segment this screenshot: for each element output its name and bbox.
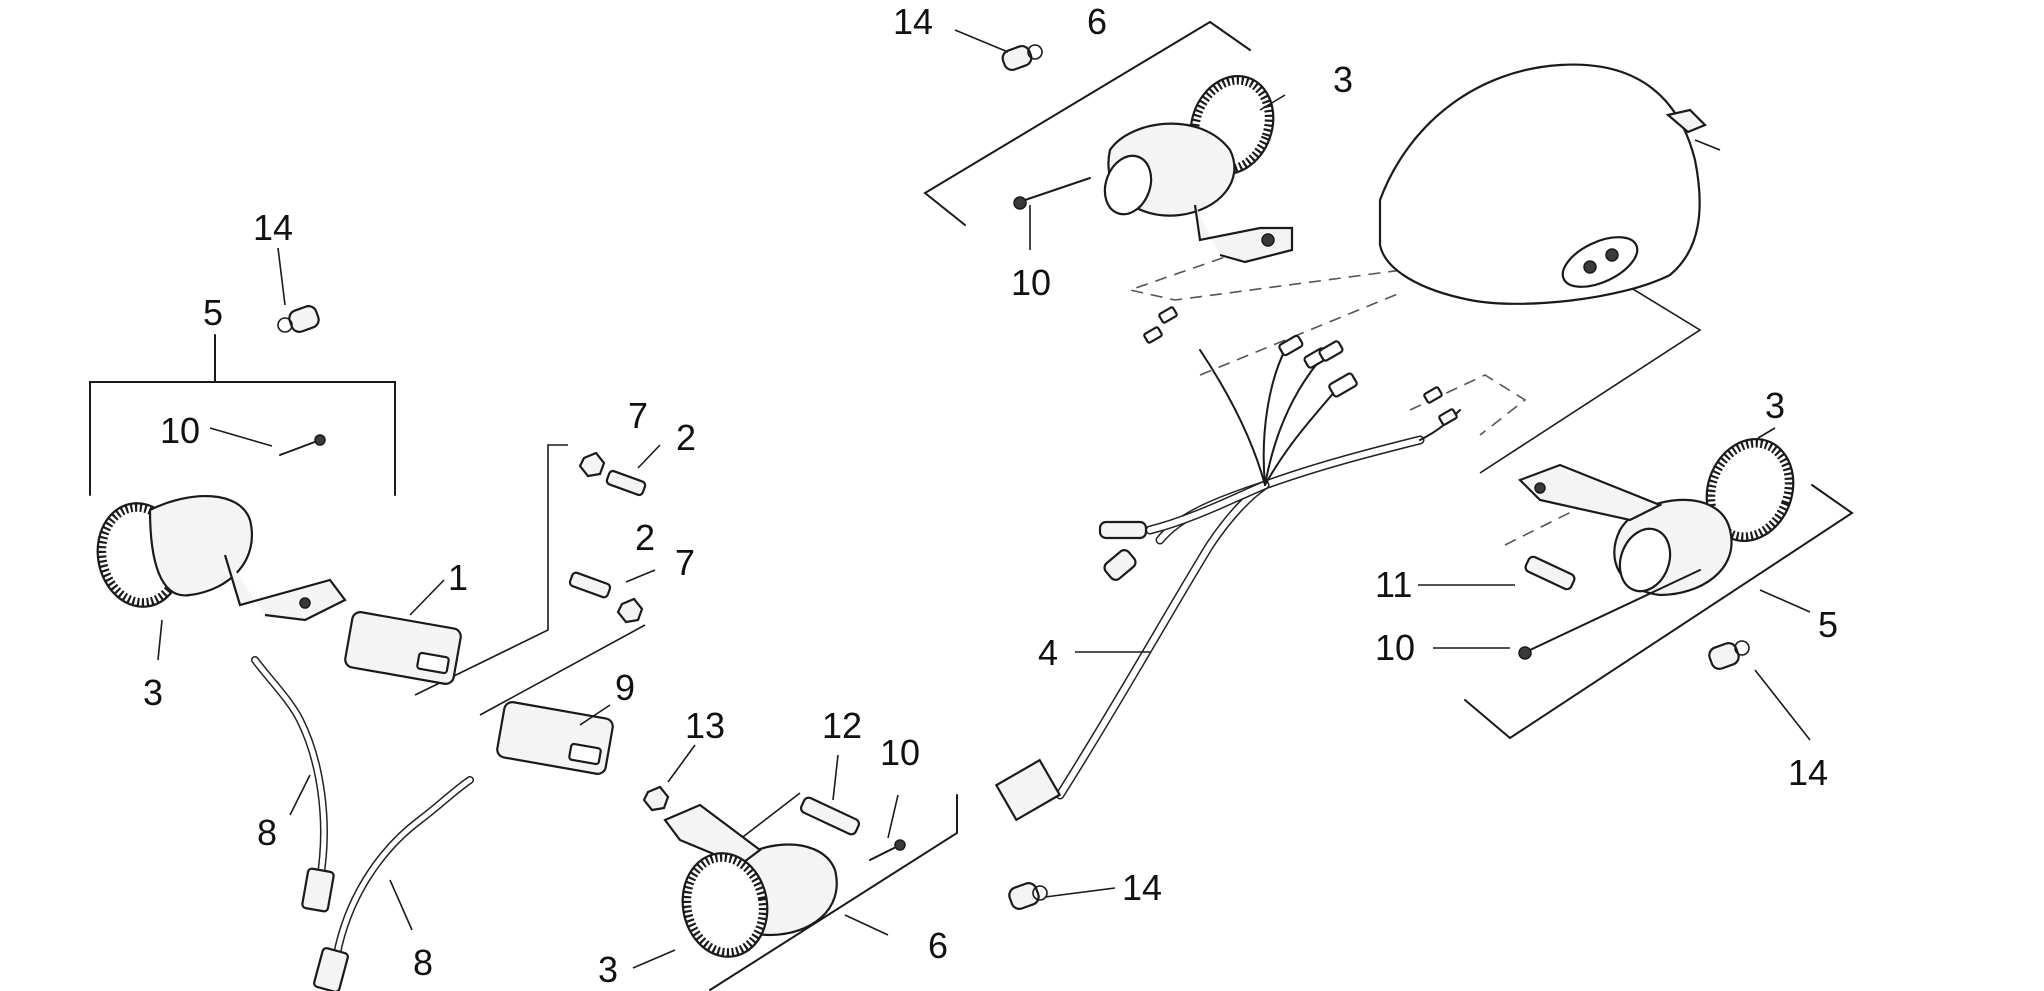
lens-ring-bottom bbox=[681, 852, 769, 958]
turn-signal-housing-left bbox=[148, 495, 347, 622]
pigtail-harness-8b bbox=[313, 776, 474, 991]
callout-5-right: 5 bbox=[1818, 604, 1838, 645]
callout-3-bottom: 3 bbox=[598, 949, 618, 990]
callout-14-right: 14 bbox=[1788, 752, 1828, 793]
dashed-line-harness bbox=[1199, 292, 1401, 376]
flasher-module-1 bbox=[344, 611, 462, 685]
link-line-13 bbox=[734, 792, 801, 844]
screw-top bbox=[1013, 177, 1091, 210]
resistor-module-9 bbox=[496, 701, 614, 775]
callout-6-top: 6 bbox=[1087, 1, 1107, 42]
turn-signal-housing-right bbox=[1518, 463, 1733, 597]
callout-7-upper: 7 bbox=[628, 395, 648, 436]
nut-7a bbox=[578, 451, 606, 478]
screw-left bbox=[279, 434, 326, 456]
bulb-right bbox=[1708, 640, 1750, 670]
callout-5-left: 5 bbox=[203, 292, 223, 333]
callout-7-lower: 7 bbox=[675, 542, 695, 583]
bolt-2a bbox=[605, 469, 647, 497]
callout-12: 12 bbox=[822, 705, 862, 746]
bolt-2b bbox=[568, 571, 612, 599]
callout-14-top: 14 bbox=[893, 1, 933, 42]
callout-3-top: 3 bbox=[1333, 59, 1353, 100]
callout-13: 13 bbox=[685, 705, 725, 746]
callout-8-upper: 8 bbox=[257, 812, 277, 853]
bulb-bottom-center bbox=[1008, 882, 1048, 910]
callout-11: 11 bbox=[1375, 564, 1412, 605]
headlight-shell bbox=[1378, 63, 1721, 305]
link-line-right-lamp bbox=[1479, 274, 1702, 474]
screw-right bbox=[1518, 569, 1701, 660]
bracket-group-top-6 bbox=[923, 20, 1251, 226]
callout-6-bottom: 6 bbox=[928, 925, 948, 966]
dashed-line-top-mount bbox=[1127, 237, 1441, 301]
wiring-harness bbox=[994, 306, 1461, 822]
callout-9: 9 bbox=[615, 667, 635, 708]
callout-3-right: 3 bbox=[1765, 385, 1785, 426]
callout-14-left: 14 bbox=[253, 207, 293, 248]
callout-2-lower: 2 bbox=[635, 517, 655, 558]
turn-signal-housing-top bbox=[1103, 122, 1294, 264]
callout-1: 1 bbox=[448, 557, 468, 598]
bracket-group-bottom-6 bbox=[709, 794, 958, 991]
pigtail-harness-8a bbox=[251, 656, 335, 913]
callout-2-upper: 2 bbox=[676, 417, 696, 458]
bolt-right bbox=[1524, 555, 1576, 591]
nut-13 bbox=[642, 785, 670, 812]
callout-10-top: 10 bbox=[1011, 262, 1051, 303]
bracket-group-right-5 bbox=[1464, 484, 1854, 740]
callout-3-left: 3 bbox=[143, 672, 163, 713]
callout-14-bottom: 14 bbox=[1122, 867, 1162, 908]
lens-ring-right bbox=[1705, 437, 1795, 543]
dashed-line-right-mount bbox=[1409, 374, 1527, 436]
callout-10-bottom: 10 bbox=[880, 732, 920, 773]
screw-bottom bbox=[869, 839, 906, 861]
callout-10-right: 10 bbox=[1375, 627, 1415, 668]
bulb-top bbox=[1001, 44, 1043, 72]
link-line-9 bbox=[479, 624, 646, 716]
leader-lines bbox=[157, 29, 1811, 969]
bulb-left bbox=[277, 305, 320, 333]
callout-10-left: 10 bbox=[160, 410, 200, 451]
bolt-12 bbox=[799, 796, 861, 836]
callout-4: 4 bbox=[1038, 632, 1058, 673]
bracket-group-left-5 bbox=[89, 381, 396, 496]
callout-8-lower: 8 bbox=[413, 942, 433, 983]
dashed-line-right-bolt bbox=[1504, 504, 1586, 546]
link-line-1 bbox=[414, 444, 568, 696]
nut-7b bbox=[616, 597, 644, 624]
